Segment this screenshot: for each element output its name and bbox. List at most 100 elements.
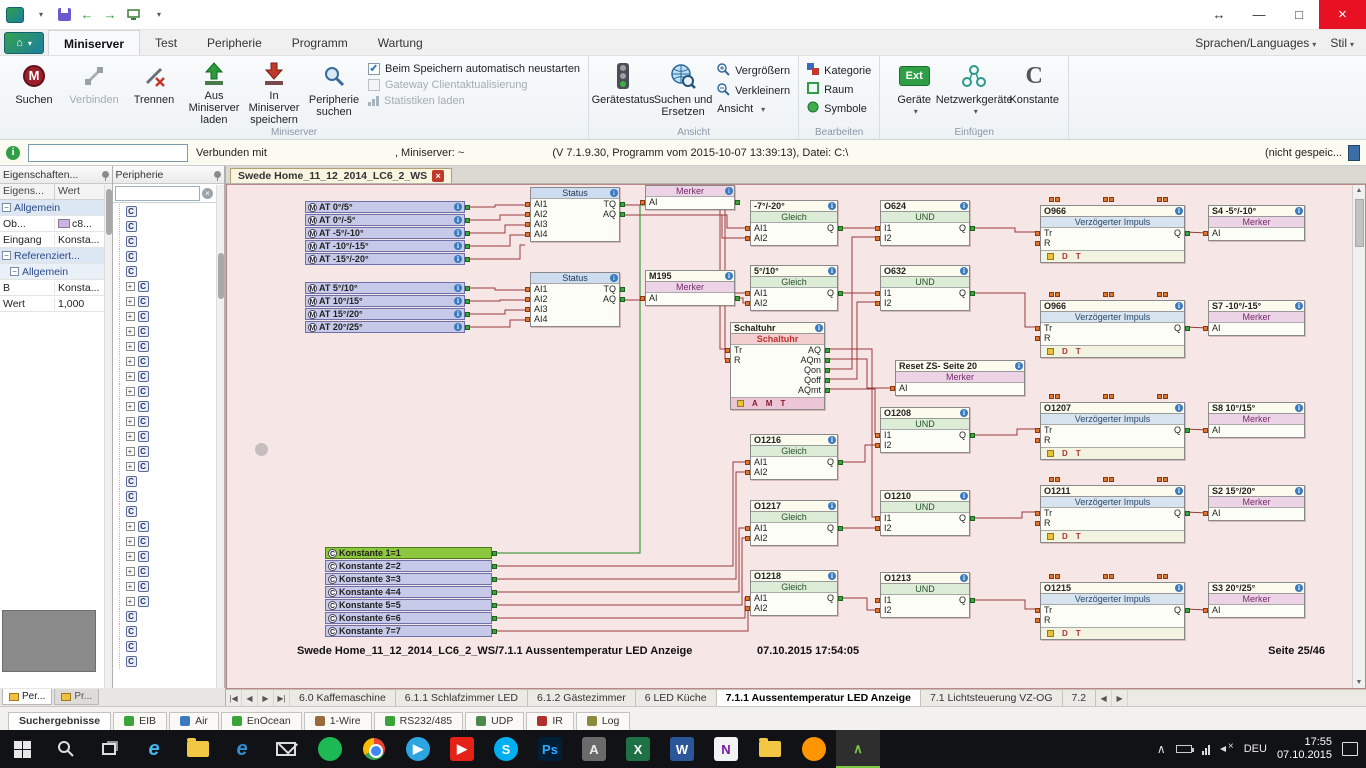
tree-item[interactable]: +C: [119, 579, 225, 594]
und-block[interactable]: O624iUNDI1I2Q: [880, 200, 970, 246]
merker-input-block[interactable]: MAT 20°/25°i: [305, 321, 465, 333]
word-icon[interactable]: W: [660, 730, 704, 768]
output-pin[interactable]: [970, 598, 975, 603]
input-pin[interactable]: [1035, 231, 1040, 236]
output-pin[interactable]: [492, 629, 497, 634]
color-swatch[interactable]: [58, 219, 70, 228]
konstante-block[interactable]: CKonstante 1=1: [325, 547, 492, 559]
output-pin[interactable]: [825, 358, 830, 363]
info-icon[interactable]: i: [1295, 404, 1303, 412]
info-icon[interactable]: i: [610, 189, 618, 197]
home-menu-button[interactable]: ⌂▾: [4, 32, 44, 54]
input-pin[interactable]: [640, 200, 645, 205]
trennen-button[interactable]: Trennen: [124, 58, 184, 126]
next-page-button[interactable]: ▶: [258, 690, 274, 706]
info-icon[interactable]: i: [1015, 362, 1023, 370]
file-explorer-icon[interactable]: [176, 730, 220, 768]
search-icon[interactable]: [44, 730, 88, 768]
tree-item[interactable]: C: [119, 249, 225, 264]
connection-field[interactable]: [28, 144, 188, 162]
aus-miniserver-laden-button[interactable]: Aus Miniserver laden: [184, 58, 244, 126]
output-pin[interactable]: [735, 200, 740, 205]
tree-item[interactable]: C: [119, 504, 225, 519]
footer-param-label[interactable]: D: [1062, 532, 1068, 541]
output-pin[interactable]: [825, 378, 830, 383]
hidden-icons-chevron-icon[interactable]: ∧: [1157, 742, 1166, 756]
info-icon[interactable]: i: [454, 216, 462, 224]
ribbon-tab-peripherie[interactable]: Peripherie: [192, 30, 277, 55]
merker-input-block[interactable]: MAT 0°/5°i: [305, 201, 465, 213]
param-pins[interactable]: [1157, 477, 1168, 482]
info-icon[interactable]: i: [960, 202, 968, 210]
footer-param-label[interactable]: T: [1076, 347, 1081, 356]
tree-item[interactable]: +C: [119, 519, 225, 534]
output-pin[interactable]: [465, 231, 470, 236]
info-icon[interactable]: i: [828, 202, 836, 210]
wrench-icon[interactable]: [1047, 533, 1054, 540]
youtube-icon[interactable]: ▶: [440, 730, 484, 768]
property-row[interactable]: BKonsta...: [0, 280, 112, 296]
kategorie-button[interactable]: Kategorie: [807, 63, 871, 78]
output-pin[interactable]: [620, 202, 625, 207]
scroll-tabs-left-icon[interactable]: ◀: [1096, 690, 1112, 706]
output-pin[interactable]: [465, 312, 470, 317]
canvas-vertical-scrollbar[interactable]: ▲ ▼: [1352, 185, 1365, 688]
param-pins[interactable]: [1103, 197, 1114, 202]
output-pin[interactable]: [465, 218, 470, 223]
telegram-icon[interactable]: ▶: [396, 730, 440, 768]
tree-item[interactable]: +C: [119, 294, 225, 309]
info-icon[interactable]: i: [960, 267, 968, 275]
mail-icon[interactable]: [264, 730, 308, 768]
property-value[interactable]: c8...: [55, 218, 92, 230]
input-pin[interactable]: [1035, 608, 1040, 613]
tab-peripherie[interactable]: Per...: [2, 689, 52, 705]
ribbon-tab-wartung[interactable]: Wartung: [363, 30, 438, 55]
suchen-button[interactable]: M Suchen: [4, 58, 64, 126]
vergroessern-button[interactable]: Vergrößern: [717, 63, 790, 79]
tree-item[interactable]: +C: [119, 279, 225, 294]
expand-icon[interactable]: +: [126, 342, 135, 351]
output-pin[interactable]: [970, 433, 975, 438]
merker-block[interactable]: MerkeriAI: [645, 185, 735, 210]
info-icon[interactable]: i: [1295, 487, 1303, 495]
merker-block[interactable]: S7 -10°/-15°iMerkerAI: [1208, 300, 1305, 336]
property-row[interactable]: Wert1,000: [0, 296, 112, 312]
first-page-button[interactable]: |◀: [226, 690, 242, 706]
param-pins[interactable]: [1103, 574, 1114, 579]
property-value[interactable]: Konsta...: [55, 282, 99, 294]
tree-item[interactable]: +C: [119, 444, 225, 459]
input-pin[interactable]: [525, 287, 530, 292]
param-pins[interactable]: [1103, 477, 1114, 482]
scroll-up-icon[interactable]: ▲: [1353, 187, 1365, 194]
status-block[interactable]: StatusiAI1AI2AI3AI4TQAQ: [530, 187, 620, 242]
info-icon[interactable]: i: [1175, 302, 1183, 310]
input-pin[interactable]: [875, 443, 880, 448]
expand-icon[interactable]: +: [126, 327, 135, 336]
output-pin[interactable]: [825, 368, 830, 373]
info-icon[interactable]: i: [725, 272, 733, 280]
ribbon-tab-test[interactable]: Test: [140, 30, 192, 55]
expand-icon[interactable]: +: [126, 522, 135, 531]
expand-icon[interactable]: +: [126, 372, 135, 381]
param-pins[interactable]: [1157, 394, 1168, 399]
battery-icon[interactable]: [1176, 745, 1192, 753]
acrobat-icon[interactable]: A: [572, 730, 616, 768]
suchen-und-ersetzen-button[interactable]: Suchen und Ersetzen: [653, 58, 713, 126]
footer-param-label[interactable]: T: [1076, 449, 1081, 458]
input-pin[interactable]: [745, 536, 750, 541]
languages-menu[interactable]: Sprachen/Languages▾: [1195, 36, 1316, 50]
output-pin[interactable]: [838, 526, 843, 531]
info-icon[interactable]: i: [1175, 404, 1183, 412]
app-icon[interactable]: [5, 5, 25, 25]
und-block[interactable]: O1210iUNDI1I2Q: [880, 490, 970, 536]
output-pin[interactable]: [838, 460, 843, 465]
info-icon[interactable]: i: [1175, 207, 1183, 215]
last-page-button[interactable]: ▶|: [274, 690, 290, 706]
folder-icon-2[interactable]: [748, 730, 792, 768]
param-pins[interactable]: [1049, 477, 1060, 482]
footer-param-label[interactable]: T: [1076, 532, 1081, 541]
restart-after-save-checkbox[interactable]: Beim Speichern automatisch neustarten: [368, 63, 580, 75]
konstante-button[interactable]: C Konstante: [1004, 58, 1064, 126]
output-pin[interactable]: [970, 226, 975, 231]
page-tab[interactable]: 6.1.2 Gästezimmer: [528, 690, 636, 706]
